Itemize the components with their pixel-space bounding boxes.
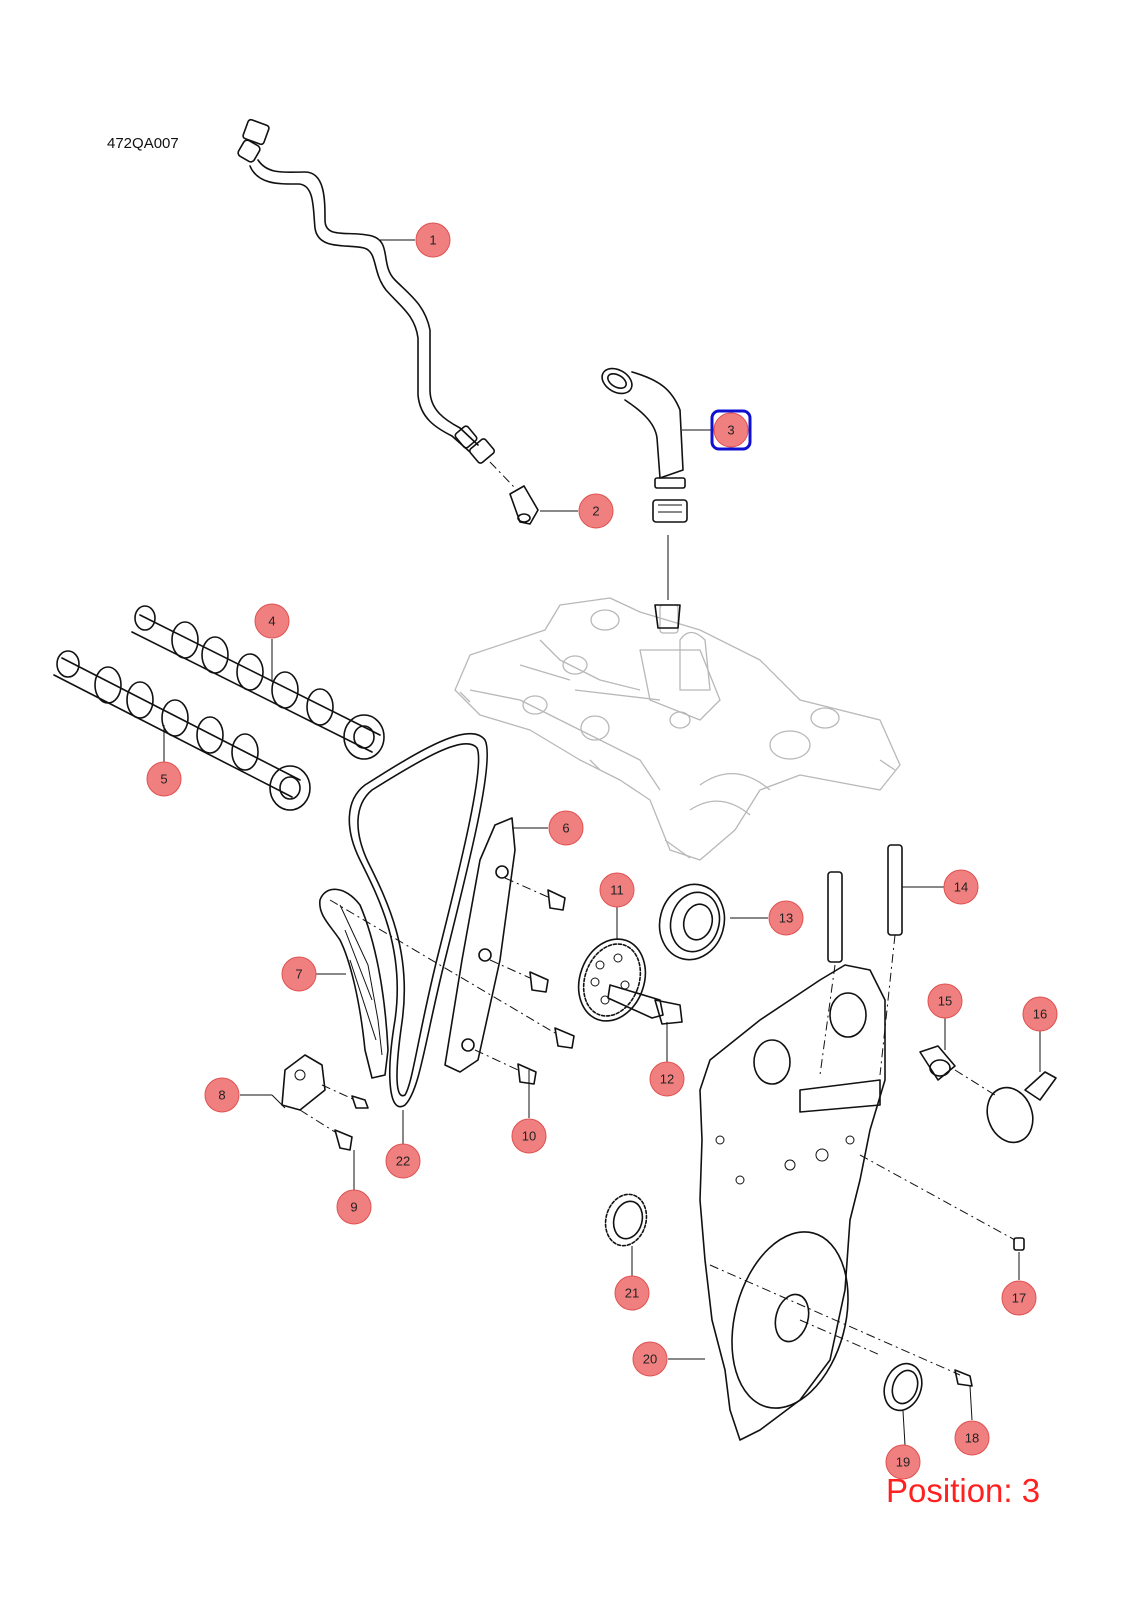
- callout-circle: [204, 1077, 240, 1113]
- callout-circle: [281, 956, 317, 992]
- callout-number: 21: [625, 1286, 639, 1301]
- callout-19[interactable]: 19: [885, 1444, 921, 1480]
- callout-number: 15: [938, 994, 952, 1009]
- callout-circle: [548, 810, 584, 846]
- callout-number: 11: [610, 883, 624, 898]
- callout-number: 4: [268, 614, 275, 629]
- callout-8[interactable]: 8: [204, 1077, 240, 1113]
- part-1-breather-hose[interactable]: [237, 118, 496, 464]
- callout-circle: [632, 1341, 668, 1377]
- part-7-tensioner-rail[interactable]: [319, 888, 389, 1079]
- callout-circle: [927, 983, 963, 1019]
- part-12-sprocket-bolt[interactable]: [607, 984, 683, 1025]
- part-6-chain-guide[interactable]: [444, 817, 516, 1073]
- part-13-crank-sprocket[interactable]: [651, 877, 732, 967]
- position-label: Position: 3: [886, 1472, 1040, 1509]
- callout-22[interactable]: 22: [385, 1143, 421, 1179]
- callout-number: 3: [727, 423, 734, 438]
- callout-number: 17: [1012, 1291, 1026, 1306]
- part-9-bolt[interactable]: [299, 1109, 353, 1151]
- callout-number: 5: [160, 772, 167, 787]
- part-15-sensor[interactable]: [919, 1045, 956, 1081]
- callout-number: 9: [350, 1200, 357, 1215]
- callout-1[interactable]: 1: [415, 222, 451, 258]
- callout-17[interactable]: 17: [1001, 1280, 1037, 1316]
- part-5-exhaust-camshaft[interactable]: [53, 650, 311, 811]
- callout-13[interactable]: 13: [768, 900, 804, 936]
- callout-11[interactable]: 11: [599, 872, 635, 908]
- callout-number: 12: [660, 1072, 674, 1087]
- callout-circle: [254, 603, 290, 639]
- leader-lines: [163, 239, 1041, 1446]
- callout-number: 7: [295, 967, 302, 982]
- callout-circle: [336, 1189, 372, 1225]
- callout-14[interactable]: 14: [943, 869, 979, 905]
- callout-15[interactable]: 15: [927, 983, 963, 1019]
- part-2-elbow-fitting[interactable]: [489, 461, 539, 525]
- callout-circle: [885, 1444, 921, 1480]
- callout-circle: [768, 900, 804, 936]
- callout-7[interactable]: 7: [281, 956, 317, 992]
- callout-circle: [1022, 996, 1058, 1032]
- valve-cover-ghost: [454, 597, 901, 861]
- callout-number: 22: [396, 1154, 410, 1169]
- callout-4[interactable]: 4: [254, 603, 290, 639]
- callout-number: 16: [1033, 1007, 1047, 1022]
- callout-number: 2: [592, 504, 599, 519]
- part-10-guide-bolts[interactable]: [329, 877, 575, 1085]
- callout-5[interactable]: 5: [146, 761, 182, 797]
- callout-number: 10: [522, 1129, 536, 1144]
- callout-circle: [146, 761, 182, 797]
- callout-number: 6: [562, 821, 569, 836]
- callout-circle: [649, 1061, 685, 1097]
- callout-number: 18: [965, 1431, 979, 1446]
- callout-3[interactable]: 3: [710, 409, 752, 451]
- callout-20[interactable]: 20: [632, 1341, 668, 1377]
- callout-circle: [511, 1118, 547, 1154]
- callout-16[interactable]: 16: [1022, 996, 1058, 1032]
- callout-number: 1: [429, 233, 436, 248]
- callout-circle: [415, 222, 451, 258]
- callout-10[interactable]: 10: [511, 1118, 547, 1154]
- part-14-studs[interactable]: [819, 844, 903, 1076]
- part-20-timing-cover[interactable]: [699, 964, 886, 1441]
- callout-6[interactable]: 6: [548, 810, 584, 846]
- part-19-oil-seal[interactable]: [799, 1319, 928, 1416]
- part-3-pcv-hose[interactable]: [598, 363, 688, 629]
- part-21-gear[interactable]: [600, 1190, 652, 1251]
- callout-number: 13: [779, 911, 793, 926]
- callout-9[interactable]: 9: [336, 1189, 372, 1225]
- callout-circle: [713, 412, 749, 448]
- callout-circle: [943, 869, 979, 905]
- callout-number: 14: [954, 880, 968, 895]
- callout-number: 19: [896, 1455, 910, 1470]
- callout-circle: [599, 872, 635, 908]
- selected-highlight: [710, 409, 752, 451]
- callout-18[interactable]: 18: [954, 1420, 990, 1456]
- part-16-actuator[interactable]: [954, 1069, 1057, 1149]
- callout-2[interactable]: 2: [578, 493, 614, 529]
- callout-circle: [1001, 1280, 1037, 1316]
- part-11-sprocket[interactable]: [568, 930, 657, 1031]
- part-8-tensioner[interactable]: [281, 1054, 369, 1111]
- callout-21[interactable]: 21: [614, 1275, 650, 1311]
- callout-number: 20: [643, 1352, 657, 1367]
- callout-circle: [954, 1420, 990, 1456]
- part-4-intake-camshaft[interactable]: [131, 605, 385, 760]
- callout-circle: [578, 493, 614, 529]
- part-18-stud[interactable]: [709, 1264, 973, 1387]
- part-22-timing-chain[interactable]: [348, 732, 488, 1108]
- callout-number: 8: [218, 1088, 225, 1103]
- callout-circle: [385, 1143, 421, 1179]
- diagram-code: 472QA007: [107, 135, 179, 152]
- callout-circle: [614, 1275, 650, 1311]
- part-17-dowel[interactable]: [859, 1154, 1025, 1251]
- callout-12[interactable]: 12: [649, 1061, 685, 1097]
